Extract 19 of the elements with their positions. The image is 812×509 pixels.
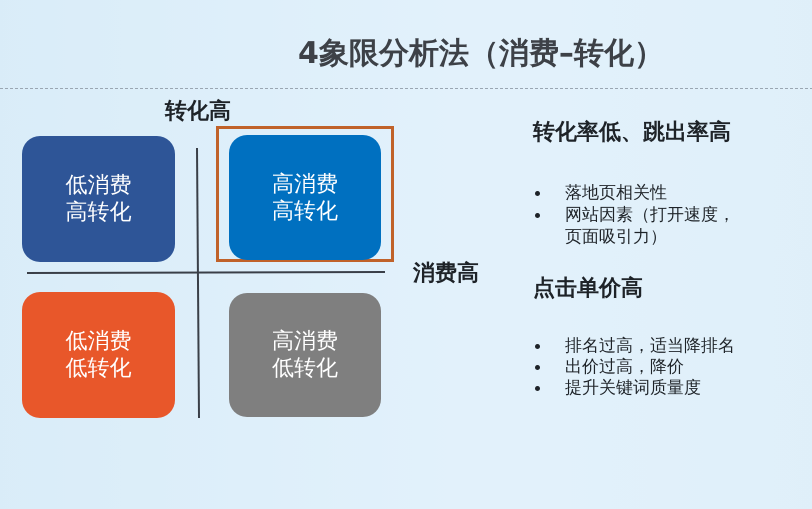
quadrant-label: 高消费高转化 — [271, 170, 339, 224]
quadrant-box — [22, 136, 175, 262]
quadrant-box — [229, 135, 381, 260]
list-item: 落地页相关性 — [565, 182, 667, 204]
section-heading: 点击单价高 — [533, 276, 643, 302]
list-item: 排名过高，适当降排名 — [565, 335, 735, 357]
axis-label: 消费高 — [413, 261, 479, 287]
highlight-frame — [216, 126, 394, 262]
list-item: 提升关键词质量度 — [565, 377, 701, 399]
quadrant-label: 高消费低转化 — [271, 328, 339, 382]
page-title: 4象限分析法（消费–转化） — [298, 35, 664, 73]
quadrant-label: 低消费低转化 — [64, 328, 132, 382]
list-item: 网站因素（打开速度，页面吸引力） — [565, 204, 736, 248]
list-item: 出价过高，降价 — [565, 356, 684, 378]
section-heading: 转化率低、跳出率高 — [533, 120, 731, 146]
quadrant-label: 低消费高转化 — [64, 172, 132, 226]
quadrant-box — [22, 292, 175, 418]
quadrant-box — [229, 293, 381, 417]
axis-label: 转化高 — [165, 99, 231, 125]
